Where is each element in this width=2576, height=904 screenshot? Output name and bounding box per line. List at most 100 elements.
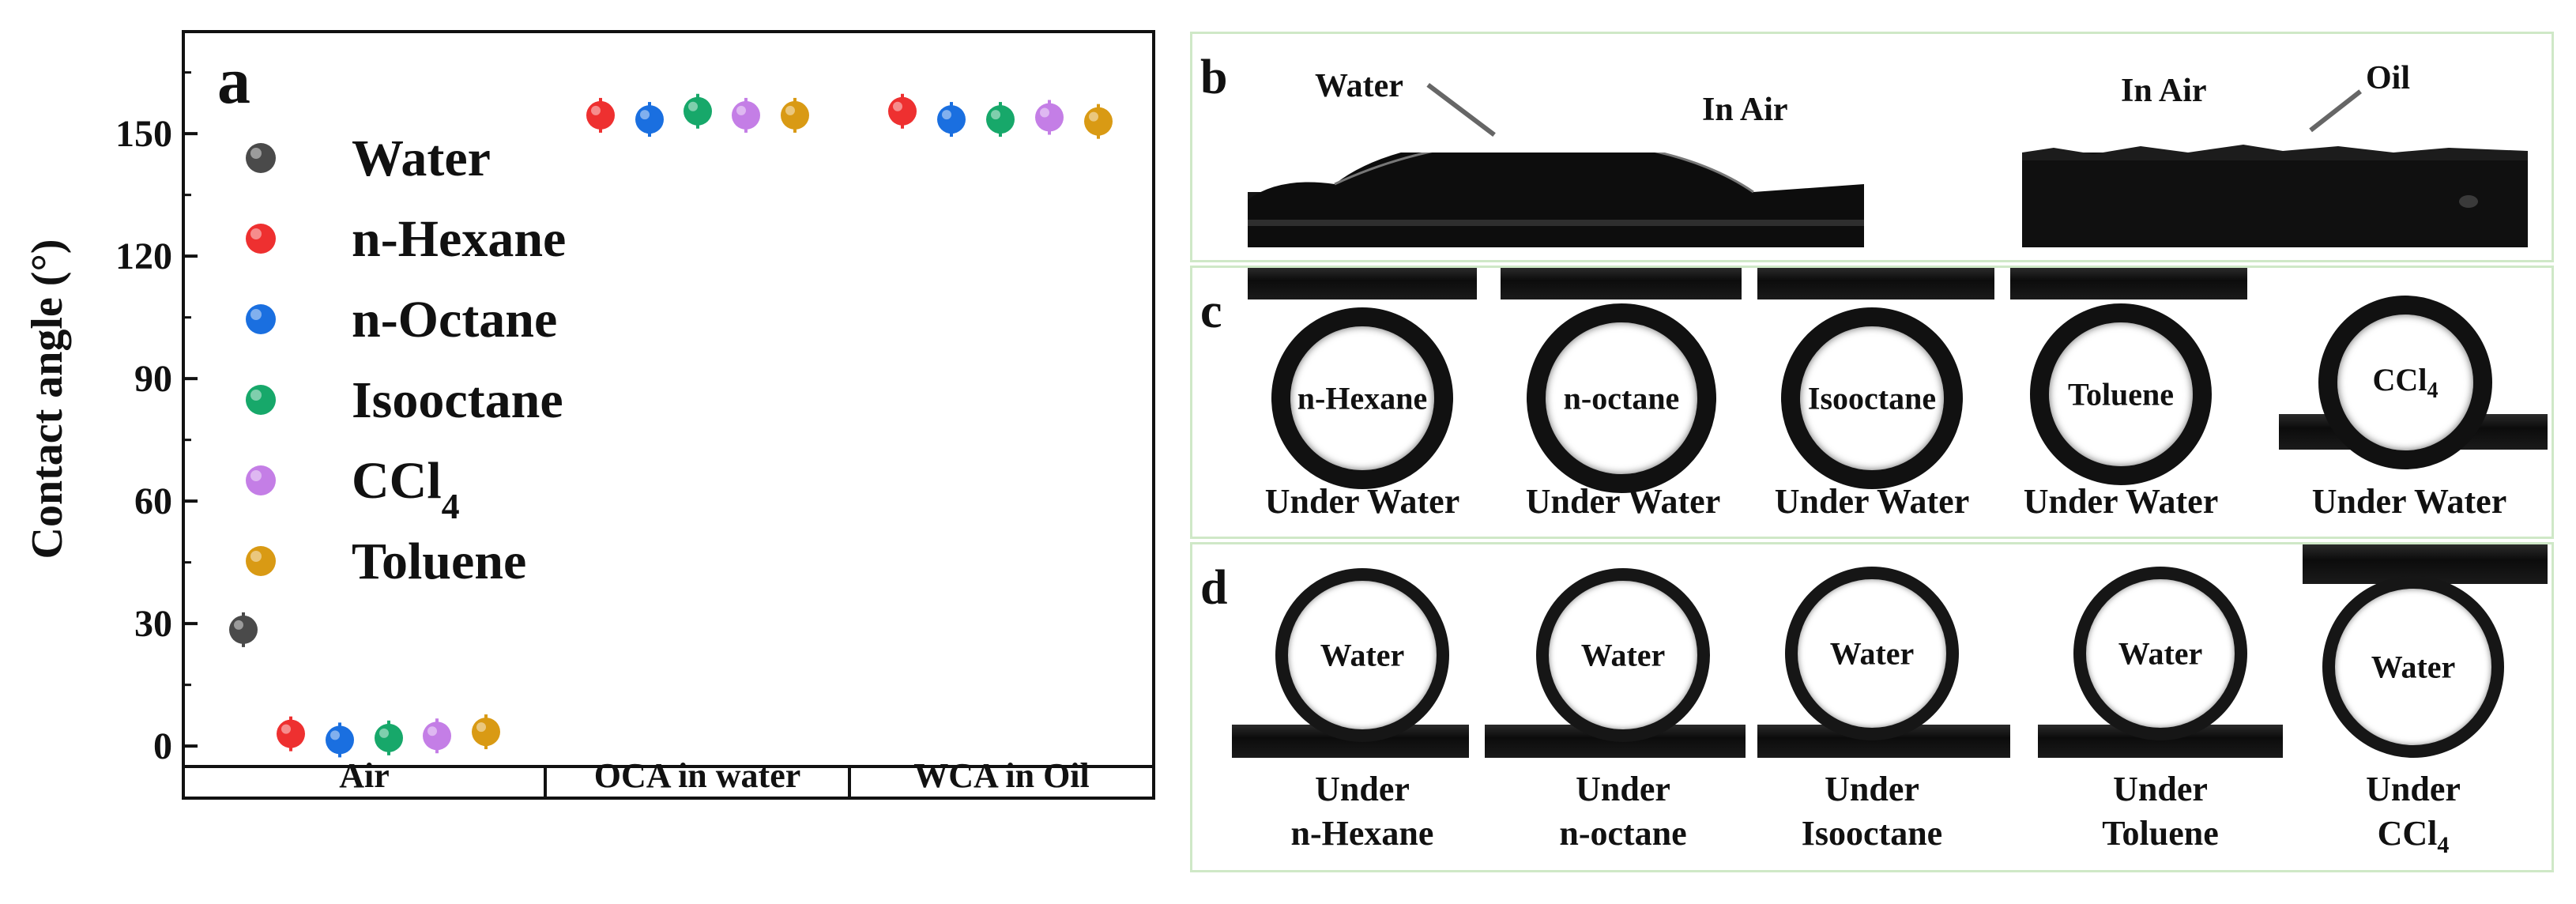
drop-caption-line1: Under	[2366, 770, 2461, 808]
group-label: OCA in water	[594, 756, 801, 795]
legend-label: Toluene	[352, 533, 526, 590]
data-point-highlight	[893, 101, 902, 111]
y-tick-label: 0	[153, 725, 172, 767]
drop-caption: Under n-octane	[1497, 767, 1749, 856]
legend-marker	[246, 224, 276, 254]
data-point-highlight	[736, 105, 746, 115]
data-point	[229, 615, 258, 644]
oil-in-air-photo	[2022, 137, 2528, 247]
data-point-highlight	[591, 105, 601, 115]
data-point	[1035, 103, 1064, 132]
legend-label: Water	[352, 130, 491, 187]
drop-caption-line1: Under	[1576, 770, 1670, 808]
legend-marker	[246, 143, 276, 173]
data-point	[732, 100, 760, 130]
water-droplet-shape	[1248, 138, 1864, 247]
legend-marker	[246, 385, 276, 415]
data-point-highlight	[640, 110, 650, 120]
legend-marker-highlight	[250, 390, 262, 401]
water-droplet: Water	[2322, 576, 2504, 758]
legend-marker	[246, 546, 276, 576]
data-point-highlight	[942, 110, 951, 120]
droplet-label: Water	[1829, 635, 1915, 672]
droplet-label: Water	[2371, 649, 2456, 685]
data-point	[586, 100, 615, 130]
legend-label-subscript: 4	[442, 486, 460, 526]
data-point-highlight	[991, 110, 1000, 120]
data-point	[472, 718, 500, 747]
droplet-label: n-octane	[1563, 380, 1680, 416]
legend-label: n-Octane	[352, 291, 557, 348]
water-droplet: Water	[2073, 567, 2247, 740]
data-point	[986, 105, 1015, 134]
data-point-highlight	[379, 728, 389, 738]
legend-marker-highlight	[250, 228, 262, 239]
data-point	[635, 105, 664, 134]
drop-caption: Under Water	[1525, 482, 1721, 521]
droplet-label: Water	[1580, 637, 1666, 673]
substrate	[1501, 268, 1742, 299]
data-point	[277, 719, 305, 748]
y-tick-label: 60	[134, 480, 172, 522]
y-tick-label: 90	[134, 358, 172, 400]
droplet-label: Toluene	[2067, 376, 2175, 412]
data-point-highlight	[234, 620, 243, 630]
data-point-highlight	[785, 105, 795, 115]
data-point-highlight	[476, 722, 486, 733]
legend-label: CCl4	[352, 452, 460, 526]
droplet-label: CCl4	[2372, 362, 2439, 403]
legend-marker	[246, 304, 276, 334]
water-droplet: Water	[1275, 568, 1449, 742]
y-tick-label: 120	[115, 235, 172, 277]
panel-a-letter: a	[217, 44, 250, 118]
data-point	[937, 105, 966, 134]
oil-droplet: Toluene	[2030, 303, 2212, 485]
y-tick-label: 30	[134, 603, 172, 645]
legend-label: n-Hexane	[352, 210, 566, 268]
legend-marker-highlight	[250, 470, 262, 481]
water-droplet: Water	[1785, 567, 1959, 740]
data-point-highlight	[281, 724, 291, 734]
oil-droplet: Isooctane	[1781, 307, 1963, 489]
in-air-label-right: In Air	[2121, 73, 2207, 109]
drop-caption: Under Water	[1774, 482, 1970, 521]
drop-caption-line2: Toluene	[2102, 814, 2219, 853]
oil-surface-shape	[2022, 145, 2528, 247]
group-label: Air	[339, 756, 390, 795]
drop-caption: Under Water	[2023, 482, 2219, 521]
drop-caption-line2: n-octane	[1559, 814, 1687, 853]
legend-marker	[246, 465, 276, 495]
data-point	[1084, 107, 1113, 136]
data-point	[423, 721, 451, 751]
legend-marker-highlight	[250, 551, 262, 562]
data-point-highlight	[330, 730, 340, 740]
data-point-highlight	[1089, 111, 1098, 122]
data-point	[375, 723, 403, 752]
data-point-highlight	[427, 726, 437, 736]
oil-label: Oil	[2366, 60, 2411, 96]
data-point	[781, 100, 809, 130]
y-axis-label: Contact angle (°)	[23, 239, 72, 559]
drop-caption-line2: n-Hexane	[1290, 814, 1434, 853]
legend-label: Isooctane	[352, 371, 563, 429]
panel-b-letter: b	[1200, 51, 1228, 104]
data-point	[684, 96, 712, 126]
data-point	[888, 96, 917, 126]
data-point-highlight	[1040, 107, 1049, 118]
data-point-highlight	[688, 101, 698, 111]
legend-marker-highlight	[250, 148, 262, 159]
oil-arrow	[2309, 89, 2362, 133]
drop-caption-subscript: 4	[2437, 831, 2450, 858]
drop-caption: Under Water	[1264, 482, 1460, 521]
legend-marker-highlight	[250, 309, 262, 320]
drop-caption-line1: Under	[2113, 770, 2208, 808]
panel-b: b Water In Air In Air Oil	[1190, 32, 2554, 262]
plot-frame	[182, 30, 1155, 800]
